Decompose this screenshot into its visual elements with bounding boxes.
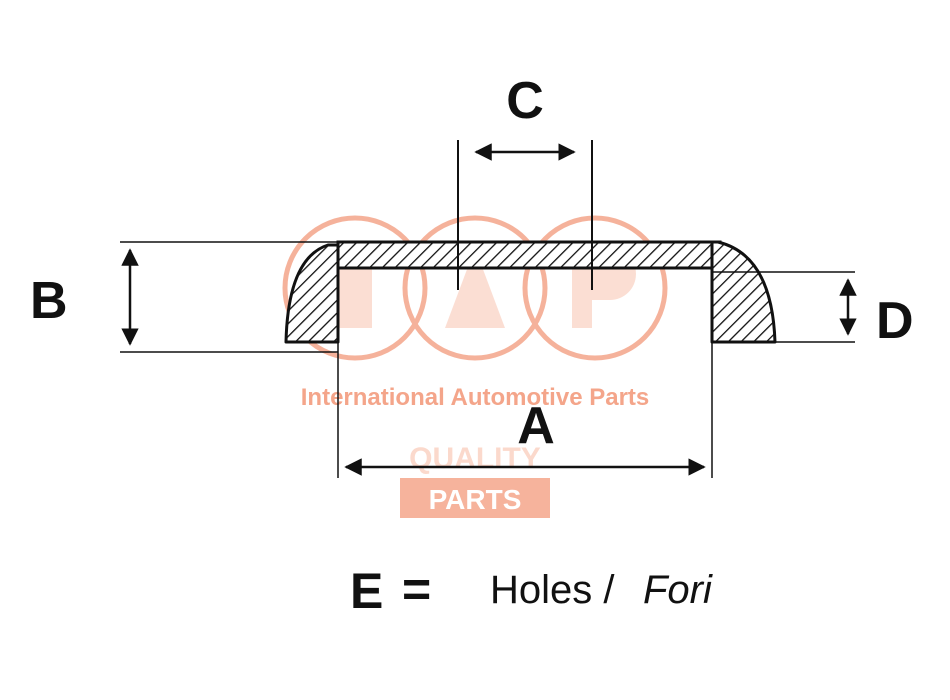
- dimension-a: A: [337, 342, 713, 478]
- watermark-logo-ring-left: [282, 215, 428, 361]
- watermark-logo-ring-middle: [402, 215, 548, 361]
- dimension-c-label: C: [506, 72, 544, 130]
- legend-key: E: [350, 563, 383, 619]
- dimension-b: B: [30, 241, 338, 353]
- part-section: [284, 240, 777, 344]
- dimension-a-label: A: [517, 397, 555, 455]
- watermark-logo: [282, 215, 668, 361]
- watermark-parts-text: PARTS: [429, 484, 522, 515]
- legend-holes: Holes /: [490, 568, 615, 612]
- left-flange-section: [284, 243, 340, 344]
- dimension-d: D: [712, 271, 914, 350]
- watermark-logo-ring-right: [522, 215, 668, 361]
- legend-equals: =: [402, 561, 431, 617]
- dimension-d-label: D: [876, 292, 914, 350]
- watermark-parts-badge: [400, 478, 550, 518]
- legend: E = Holes / Fori: [350, 561, 713, 619]
- watermark-company-text: International Automotive Parts: [301, 384, 650, 411]
- dimension-b-label: B: [30, 272, 68, 330]
- watermark-logo-a-shape: [445, 248, 505, 328]
- legend-fori: Fori: [643, 568, 713, 612]
- dimension-c: C: [457, 72, 593, 290]
- right-flange-section: [710, 240, 777, 344]
- top-plate-section: [336, 240, 722, 270]
